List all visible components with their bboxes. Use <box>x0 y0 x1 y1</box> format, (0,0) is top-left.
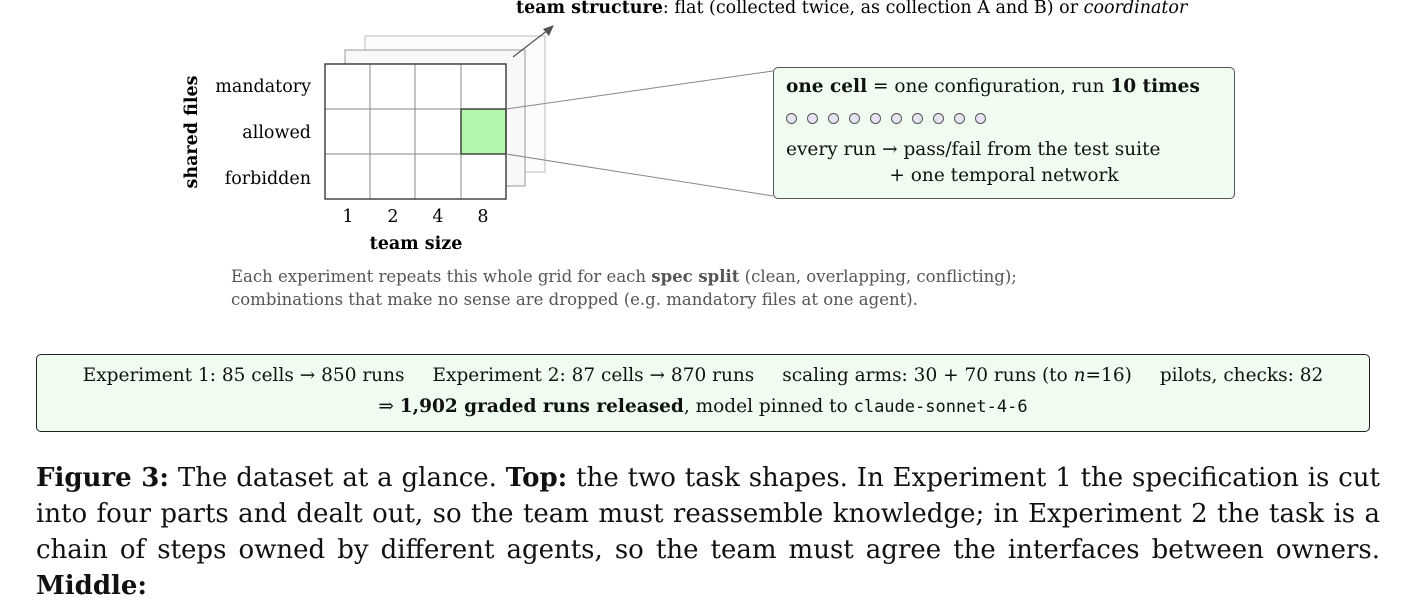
summary-row-released: ⇒ 1,902 graded runs released, model pinn… <box>378 396 1028 417</box>
dataset-grid-diagram: team structure: flat (collected twice, a… <box>182 0 1189 254</box>
summary-pilots: pilots, checks: 82 <box>1159 365 1324 386</box>
grid-note-line1: Each experiment repeats this whole grid … <box>231 267 1017 286</box>
summary-exp1: Experiment 1: 85 cells → 850 runs <box>82 365 405 386</box>
figure-caption: Figure 3: The dataset at a glance. Top: … <box>36 463 1380 601</box>
row-label-allowed: allowed <box>242 123 311 143</box>
caption-top-label: Top: <box>505 463 568 493</box>
highlighted-cell <box>460 108 507 155</box>
connector-line-top <box>505 70 774 110</box>
grid-note: Each experiment repeats this whole grid … <box>231 265 1017 311</box>
run-dot <box>786 113 797 124</box>
run-dot <box>828 113 839 124</box>
released-count: 1,902 graded runs released <box>399 396 684 417</box>
connector-line-bottom <box>505 153 774 197</box>
run-dots <box>786 113 986 124</box>
summary-scaling: scaling arms: 30 + 70 runs (to n=16) <box>782 365 1132 386</box>
row-label-forbidden: forbidden <box>225 169 311 189</box>
team-structure-bold: team structure <box>516 0 663 18</box>
run-dot <box>975 113 986 124</box>
col-label-1: 1 <box>342 207 353 227</box>
cell-box-title: one cell = one configuration, run 10 tim… <box>786 76 1200 97</box>
grid-front <box>324 63 507 200</box>
run-dot <box>912 113 923 124</box>
run-dot <box>849 113 860 124</box>
row-label-mandatory: mandatory <box>215 77 311 97</box>
summary-exp2: Experiment 2: 87 cells → 870 runs <box>432 365 755 386</box>
col-label-8: 8 <box>477 207 488 227</box>
caption-middle-label: Middle: <box>36 571 148 601</box>
cell-box-line1: every run → pass/fail from the test suit… <box>786 139 1161 160</box>
team-structure-italic: coordinator <box>1084 0 1189 18</box>
run-dot <box>807 113 818 124</box>
team-structure-rest: : flat (collected twice, as collection A… <box>663 0 1084 18</box>
run-dot <box>891 113 902 124</box>
team-structure-label: team structure: flat (collected twice, a… <box>516 0 1189 18</box>
figure-label: Figure 3: <box>36 463 169 493</box>
depth-arrow <box>512 25 554 58</box>
col-label-2: 2 <box>387 207 398 227</box>
cell-title-mid: = one configuration, run <box>867 76 1111 97</box>
summary-box: Experiment 1: 85 cells → 850 runs Experim… <box>36 354 1370 432</box>
cell-explanation-box: one cell = one configuration, run 10 tim… <box>773 67 1235 199</box>
model-name: claude-sonnet-4-6 <box>853 397 1028 417</box>
grid-note-line2: combinations that make no sense are drop… <box>231 290 918 309</box>
cell-box-line2: + one temporal network <box>889 165 1119 186</box>
cell-title-bold2: 10 times <box>1110 76 1200 97</box>
summary-row-counts: Experiment 1: 85 cells → 850 runs Experim… <box>37 365 1369 386</box>
run-dot <box>954 113 965 124</box>
cell-title-bold: one cell <box>786 76 868 97</box>
y-axis-label: shared files <box>182 75 202 188</box>
col-label-4: 4 <box>432 207 443 227</box>
x-axis-label: team size <box>370 234 463 254</box>
run-dot <box>870 113 881 124</box>
run-dot <box>933 113 944 124</box>
